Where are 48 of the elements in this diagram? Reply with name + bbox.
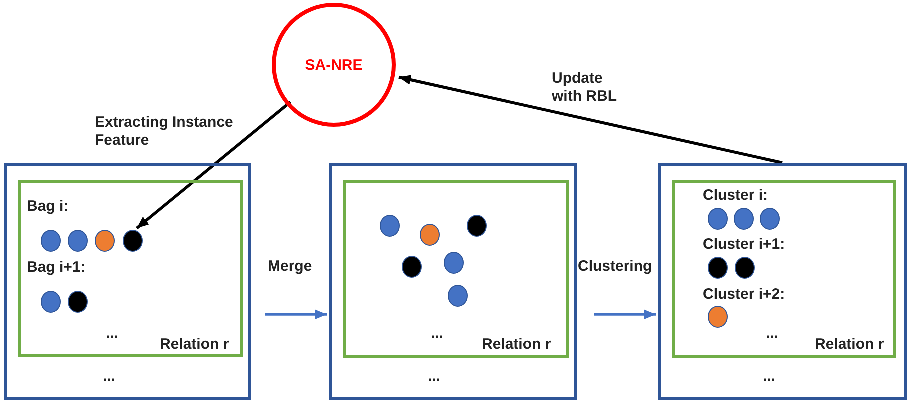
outer-box	[658, 163, 907, 400]
instance-dot	[68, 230, 88, 252]
instance-dot	[95, 230, 115, 252]
edge-label: Clustering	[578, 258, 654, 276]
arrow	[136, 101, 292, 230]
ellipsis: ...	[763, 368, 776, 385]
ellipsis: ...	[431, 325, 444, 342]
relation-label: Relation r	[815, 336, 884, 353]
ellipsis: ...	[103, 368, 116, 385]
edge-label: Extracting Instance Feature	[95, 114, 234, 150]
arrow	[265, 310, 327, 320]
relation-box	[672, 180, 896, 358]
instance-dot	[708, 208, 728, 230]
bag-label: Bag i+1:	[27, 259, 86, 276]
outer-box	[4, 163, 251, 400]
arrow	[398, 75, 783, 164]
instance-dot	[444, 252, 464, 274]
instance-dot	[448, 285, 468, 307]
instance-dot	[760, 208, 780, 230]
cluster-label: Cluster i:	[703, 187, 768, 204]
relation-box	[18, 180, 243, 357]
edge-label: Merge	[268, 258, 314, 276]
instance-dot	[41, 291, 61, 313]
relation-box	[343, 180, 569, 358]
arrow	[594, 310, 656, 320]
instance-dot	[708, 257, 728, 279]
instance-dot	[735, 257, 755, 279]
ellipsis: ...	[428, 368, 441, 385]
edge-label: Update with RBL	[552, 70, 618, 106]
instance-dot	[380, 215, 400, 237]
outer-box	[329, 163, 577, 400]
instance-dot	[467, 215, 487, 237]
instance-dot	[420, 224, 440, 246]
relation-label: Relation r	[160, 336, 230, 353]
relation-label: Relation r	[482, 336, 552, 353]
ellipsis: ...	[106, 325, 119, 342]
bag-label: Bag i:	[27, 198, 69, 215]
cluster-label: Cluster i+1:	[703, 236, 786, 253]
instance-dot	[708, 306, 728, 328]
cluster-label: Cluster i+2:	[703, 286, 786, 303]
model-circle	[272, 3, 396, 127]
ellipsis: ...	[766, 325, 779, 342]
instance-dot	[123, 230, 143, 252]
instance-dot	[402, 256, 422, 278]
model-name: SA-NRE	[304, 57, 364, 74]
instance-dot	[734, 208, 754, 230]
instance-dot	[68, 291, 88, 313]
instance-dot	[41, 230, 61, 252]
